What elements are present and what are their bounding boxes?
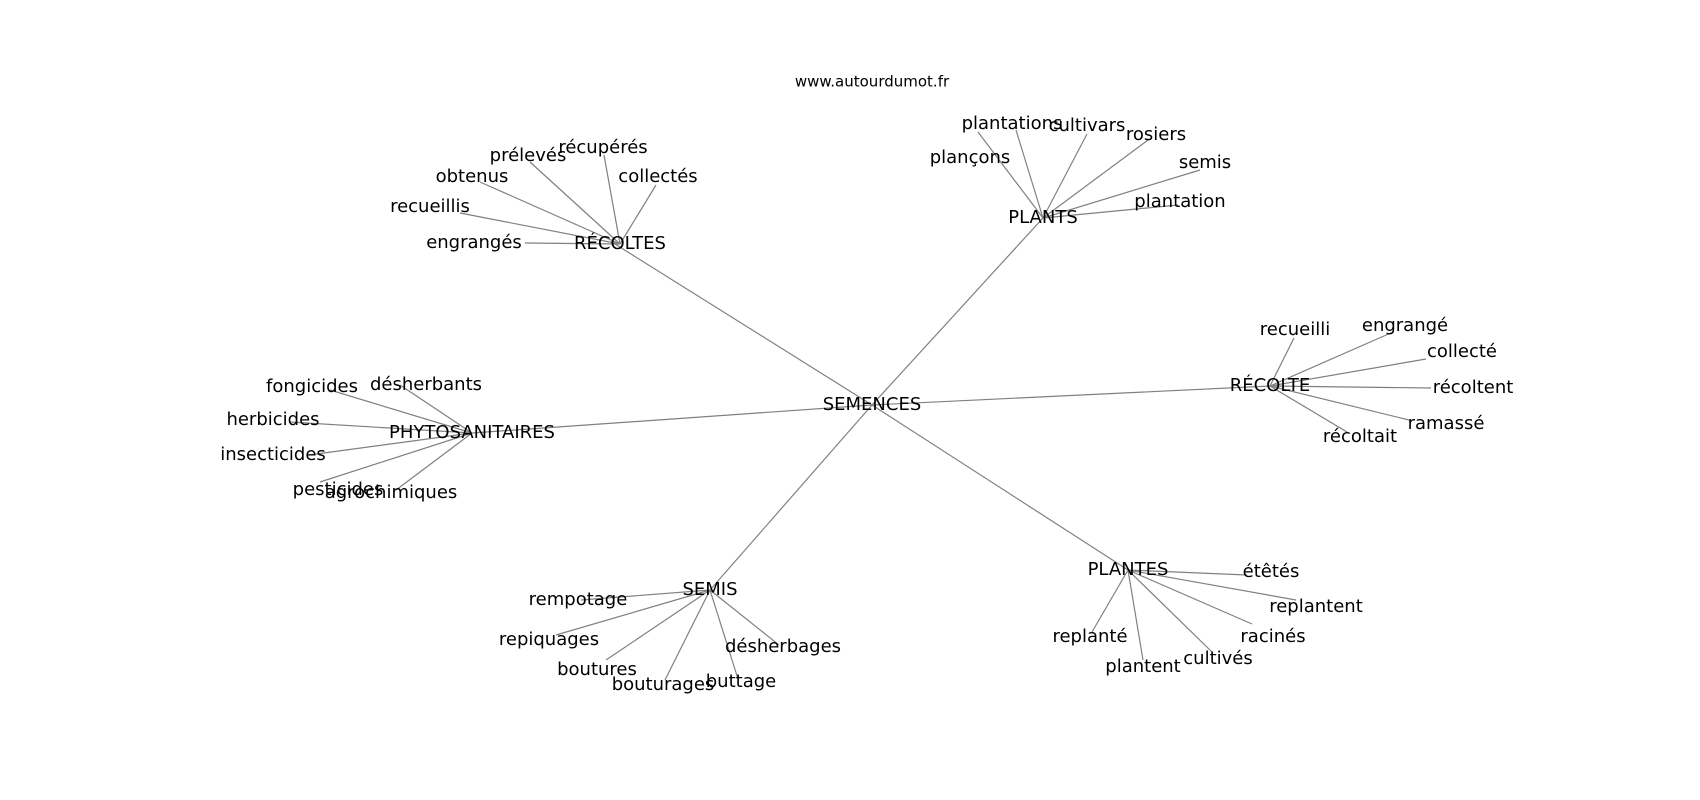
edge-group-leaf [399,384,473,434]
edge-group-leaf [1042,139,1149,219]
edge-root-group [871,217,1044,406]
edge-group-leaf [580,589,711,601]
site-label: www.autourdumot.fr [795,73,950,91]
leaf-node: agrochimiques [325,482,458,503]
category-node: PLANTS [1008,207,1078,228]
leaf-node: récoltait [1323,426,1397,447]
edge-group-leaf [1269,331,1394,387]
edge-group-leaf [1127,569,1253,625]
leaf-node: recueillis [390,196,470,217]
leaf-node: repiquages [499,629,599,650]
leaf-node: recueilli [1260,319,1330,340]
edge-group-leaf [1042,204,1179,219]
leaf-node: prélevés [490,145,567,166]
edge-group-leaf [1127,569,1297,601]
leaf-node: boutures [557,659,637,680]
edge-group-leaf [1042,169,1201,219]
edge-root-group [614,243,873,406]
leaf-node: récoltent [1433,377,1514,398]
leaf-node: ramassé [1408,413,1485,434]
edge-group-leaf [1015,129,1044,219]
leaf-node: collecté [1427,341,1497,362]
edge-group-leaf [459,212,621,245]
edge-group-leaf [1269,358,1427,387]
edge-group-leaf [603,154,621,245]
leaf-node: collectés [618,166,697,187]
leaf-node: replanté [1052,626,1127,647]
leaf-node: plantations [962,113,1063,134]
graph-labels: www.autourdumot.fr SEMENCES RÉCOLTES engra… [220,73,1513,696]
edge-group-leaf [605,589,711,661]
edge-group-leaf [1269,337,1295,387]
leaf-node: désherbages [725,636,841,657]
leaf-node: plançons [930,147,1011,168]
leaf-node: récupérés [558,137,647,158]
category-node: PHYTOSANITAIRES [389,422,555,443]
edge-group-leaf [977,131,1044,219]
edge-group-leaf [1127,569,1144,661]
edge-group-leaf [619,184,657,245]
edge-group-leaf [664,589,711,681]
edge-root-group [471,404,873,434]
edge-group-leaf [479,181,621,245]
leaf-node: bouturages [612,674,715,695]
root-node: SEMENCES [823,394,922,415]
edge-group-leaf [524,242,621,245]
edge-group-leaf [709,589,780,646]
leaf-node: engrangé [1362,315,1448,336]
leaf-node: étêtés [1243,561,1300,582]
edge-group-leaf [1042,133,1088,219]
leaf-node: pesticides [293,479,384,500]
edge-group-leaf [308,432,473,456]
edge-root-group [709,404,873,591]
leaf-node: plantent [1105,656,1180,677]
leaf-node: replantent [1269,596,1363,617]
leaf-node: engrangés [426,232,522,253]
edge-group-leaf [1269,385,1432,389]
graph-edges [289,129,1432,681]
edge-group-leaf [709,589,739,680]
edge-group-leaf [1269,385,1410,421]
edge-group-leaf [1127,569,1213,653]
edge-group-leaf [329,389,473,434]
edge-group-leaf [395,432,473,491]
leaf-node: cultivars [1049,115,1126,136]
edge-group-leaf [1127,569,1248,576]
leaf-node: buttage [706,671,776,692]
category-node: PLANTES [1088,559,1169,580]
edge-root-group [871,385,1271,406]
edge-group-leaf [319,432,473,483]
leaf-node: fongicides [266,376,358,397]
edge-group-leaf [289,421,473,434]
leaf-node: plantation [1134,191,1225,212]
edge-group-leaf [1091,569,1129,633]
edge-group-leaf [555,589,711,636]
leaf-node: obtenus [436,166,509,187]
leaf-node: semis [1179,152,1231,173]
leaf-node: rosiers [1126,124,1186,145]
edge-root-group [871,404,1129,571]
leaf-node: cultivés [1183,648,1252,669]
leaf-node: herbicides [226,409,319,430]
leaf-node: racinés [1240,626,1305,647]
category-node: RÉCOLTES [574,232,666,254]
edge-group-leaf [529,161,621,245]
leaf-node: désherbants [370,374,482,395]
leaf-node: rempotage [529,589,628,610]
category-node: RÉCOLTE [1230,374,1311,396]
leaf-node: insecticides [220,444,326,465]
category-node: SEMIS [682,579,737,600]
edge-group-leaf [1269,385,1348,433]
